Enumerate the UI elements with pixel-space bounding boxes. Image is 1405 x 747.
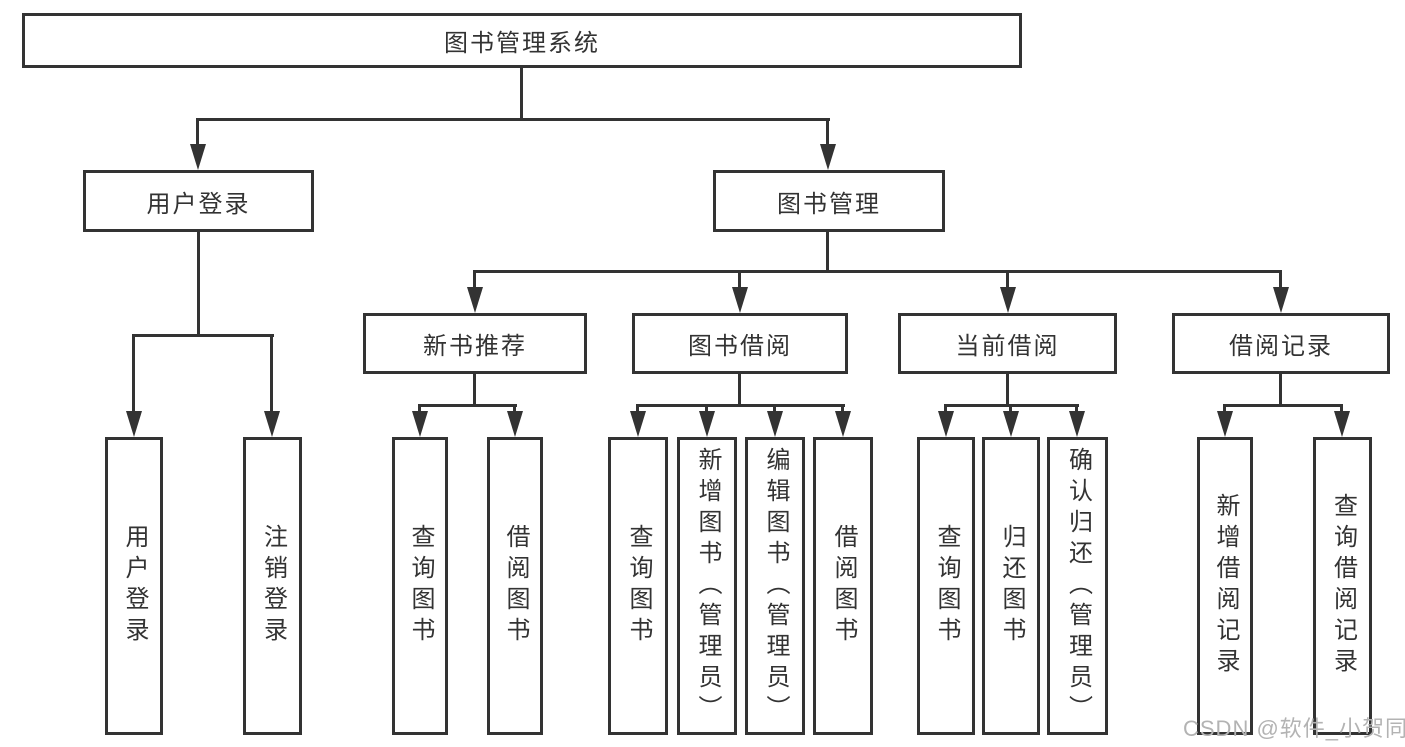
leaf-label: 新增借阅记录 [1212,493,1239,679]
node-new-book-recommend: 新书推荐 [363,313,587,374]
connector-line [826,118,829,147]
connector-line [197,232,200,336]
connector-line [1223,404,1226,414]
leaf-borrow-books-recommend: 借阅图书 [487,437,543,735]
arrowhead-down [1000,287,1016,313]
connector-line [738,374,741,406]
leaf-logout: 注销登录 [243,437,302,735]
arrowhead-down [190,144,206,170]
leaf-return-books: 归还图书 [982,437,1040,735]
leaf-confirm-return-admin: 确认归还（管理员） [1047,437,1108,735]
connector-line [773,404,776,414]
connector-line [1279,374,1282,406]
node-book-management: 图书管理 [713,170,945,232]
leaf-label: 借阅图书 [502,524,529,648]
arrowhead-down [835,411,851,437]
connector-line [196,118,199,147]
arrowhead-down [1003,411,1019,437]
leaf-borrow-books-borrowing: 借阅图书 [813,437,873,735]
connector-line [473,270,1281,273]
leaf-label: 归还图书 [998,524,1025,648]
arrowhead-down [1334,411,1350,437]
connector-line [132,334,135,414]
arrowhead-down [938,411,954,437]
leaf-edit-books-admin: 编辑图书（管理员） [745,437,805,735]
arrowhead-down [630,411,646,437]
arrowhead-down [467,287,483,313]
connector-line [1340,404,1343,414]
connector-line [705,404,708,414]
leaf-label: 查询图书 [933,524,960,648]
connector-line [520,68,523,120]
connector-line [473,374,476,406]
leaf-label: 查询图书 [407,524,434,648]
node-label: 用户登录 [146,190,251,218]
arrowhead-down [1069,411,1085,437]
arrowhead-down [507,411,523,437]
node-label: 图书借阅 [688,333,792,360]
connector-line [738,270,741,290]
connector-line [1223,404,1343,407]
leaf-label: 编辑图书（管理员） [762,446,789,726]
arrowhead-down [126,411,142,437]
leaf-label: 查询图书 [625,524,652,648]
arrowhead-down [767,411,783,437]
leaf-label: 确认归还（管理员） [1064,446,1092,726]
connector-line [132,334,274,337]
leaf-query-borrow-record: 查询借阅记录 [1313,437,1372,735]
leaf-user-login: 用户登录 [105,437,163,735]
connector-line [197,118,830,121]
node-user-login: 用户登录 [83,170,314,232]
arrowhead-down [264,411,280,437]
leaf-label: 用户登录 [121,524,148,648]
node-borrow-records: 借阅记录 [1172,313,1390,374]
connector-line [1279,270,1282,290]
node-label: 图书管理 [777,190,881,218]
node-label: 当前借阅 [955,333,1060,360]
arrowhead-down [820,144,836,170]
node-label: 图书管理系统 [444,30,600,57]
leaf-add-borrow-record: 新增借阅记录 [1197,437,1253,735]
connector-line [636,404,639,414]
leaf-add-books-admin: 新增图书（管理员） [677,437,737,735]
leaf-label: 注销登录 [259,524,287,648]
connector-line [1006,270,1009,290]
csdn-watermark: CSDN @软件_小贺同学 [1183,716,1405,741]
connector-line [1009,404,1012,414]
node-library-system: 图书管理系统 [22,13,1022,68]
connector-line [473,270,476,290]
arrowhead-down [1273,287,1289,313]
node-label: 借阅记录 [1229,333,1333,360]
connector-line [841,404,844,414]
connector-line [418,404,517,407]
arrowhead-down [699,411,715,437]
leaf-label: 新增图书（管理员） [694,446,721,726]
leaf-query-books-recommend: 查询图书 [392,437,448,735]
leaf-query-books-borrowing: 查询图书 [608,437,668,735]
connector-line [418,404,421,414]
node-book-borrowing: 图书借阅 [632,313,848,374]
connector-line [636,404,845,407]
leaf-label: 借阅图书 [830,524,857,648]
leaf-label: 查询借阅记录 [1329,493,1357,679]
arrowhead-down [732,287,748,313]
leaf-query-books-current: 查询图书 [917,437,975,735]
node-current-borrowing: 当前借阅 [898,313,1117,374]
connector-line [1075,404,1078,414]
arrowhead-down [1217,411,1233,437]
connector-line [1006,374,1009,406]
connector-line [270,334,273,414]
connector-line [513,404,516,414]
arrowhead-down [412,411,428,437]
node-label: 新书推荐 [423,333,527,360]
connector-line [944,404,947,414]
connector-line [826,232,829,272]
